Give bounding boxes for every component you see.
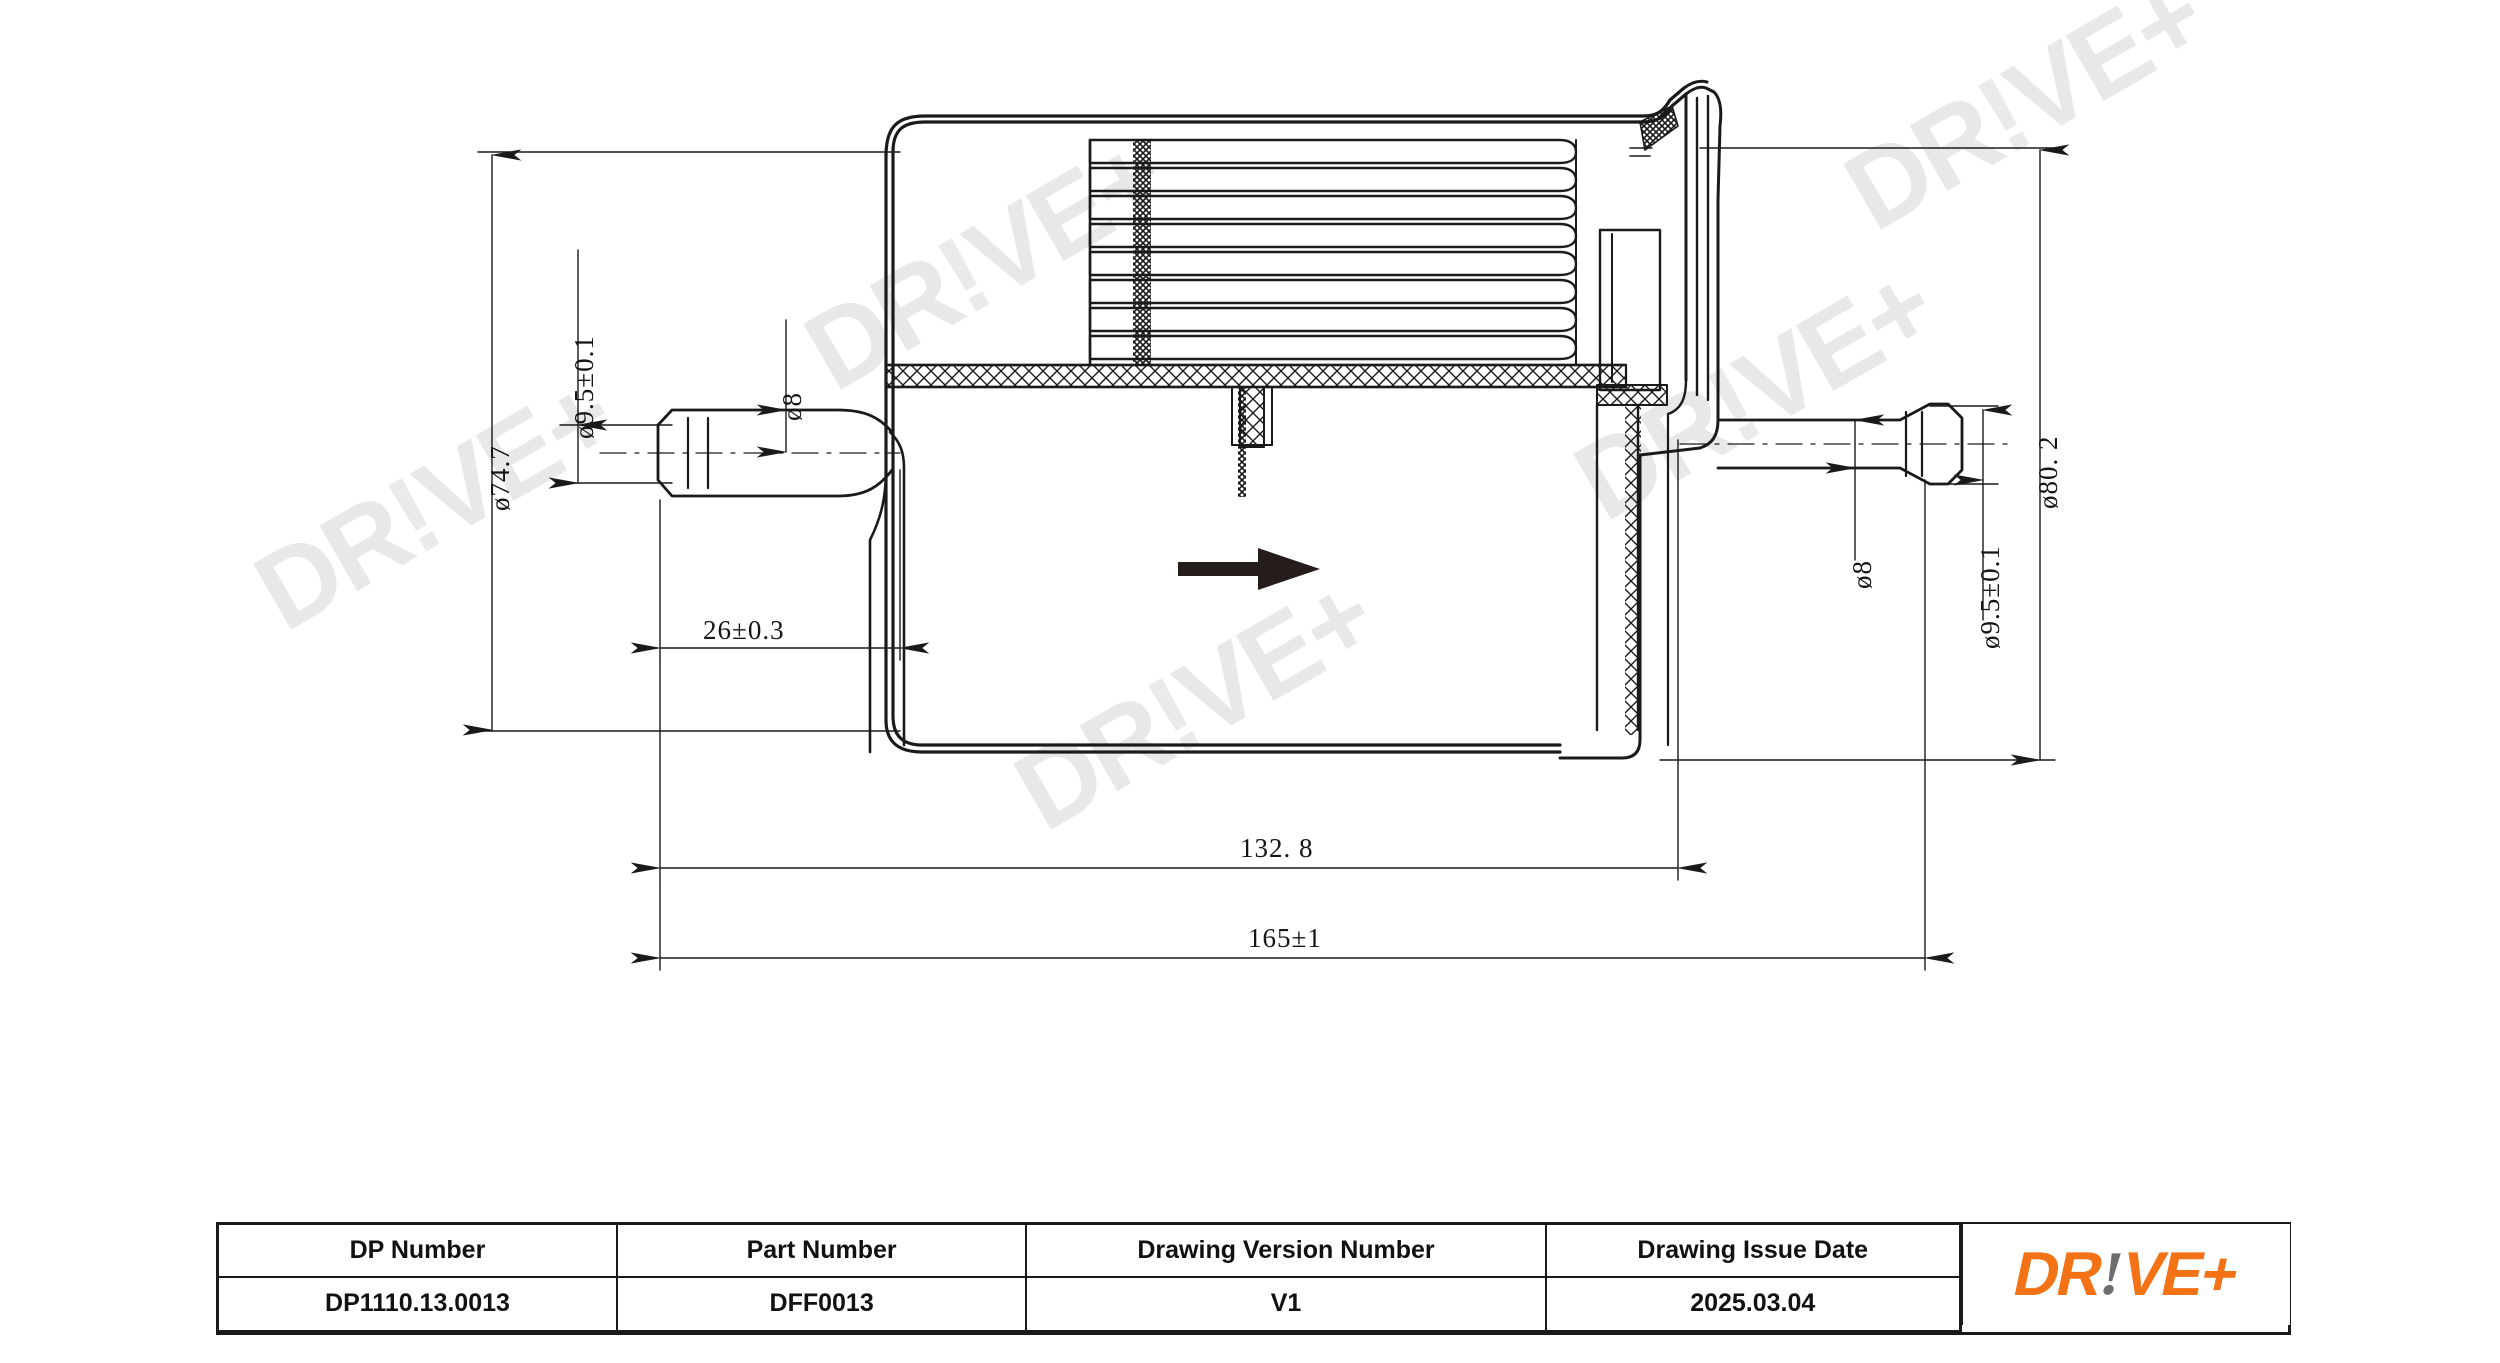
dimension-outer-diameter-right: ø80. 2 <box>2033 435 2063 510</box>
dimension-port-length-left: 26±0.3 <box>703 615 785 645</box>
header-drawing-version-number: Drawing Version Number <box>1025 1222 1547 1278</box>
value-dp-number: DP1110.13.0013 <box>216 1275 618 1332</box>
header-part-number: Part Number <box>615 1222 1028 1278</box>
dimension-port-diameter-left: ø9.5±0.1 <box>569 335 599 439</box>
dimension-body-length: 132. 8 <box>1240 833 1314 863</box>
value-part-number: DFF0013 <box>615 1275 1028 1332</box>
brand-logo-cell: DR ! VE+ <box>1959 1223 2290 1325</box>
value-drawing-issue-date: 2025.03.04 <box>1544 1275 1962 1332</box>
dimension-port-diameter-right: ø9.5±0.1 <box>1975 545 2005 649</box>
drive-plus-logo: DR ! VE+ <box>2008 1239 2244 1310</box>
dimension-bore-left: ø8 <box>777 392 807 421</box>
value-drawing-version-number: V1 <box>1025 1275 1547 1332</box>
logo-text-dr: DR <box>2008 1239 2109 1308</box>
header-dp-number: DP Number <box>216 1222 618 1278</box>
dimension-bore-right: ø8 <box>1847 560 1877 589</box>
header-drawing-issue-date: Drawing Issue Date <box>1544 1222 1962 1278</box>
dimension-outer-diameter-left: ø74.7 <box>485 445 515 511</box>
dimension-overall-length: 165±1 <box>1248 923 1322 953</box>
flow-direction-arrow <box>1178 548 1320 590</box>
title-block-table: DP Number Part Number Drawing Version Nu… <box>216 1222 2291 1335</box>
logo-text-ve: VE+ <box>2116 1239 2245 1308</box>
